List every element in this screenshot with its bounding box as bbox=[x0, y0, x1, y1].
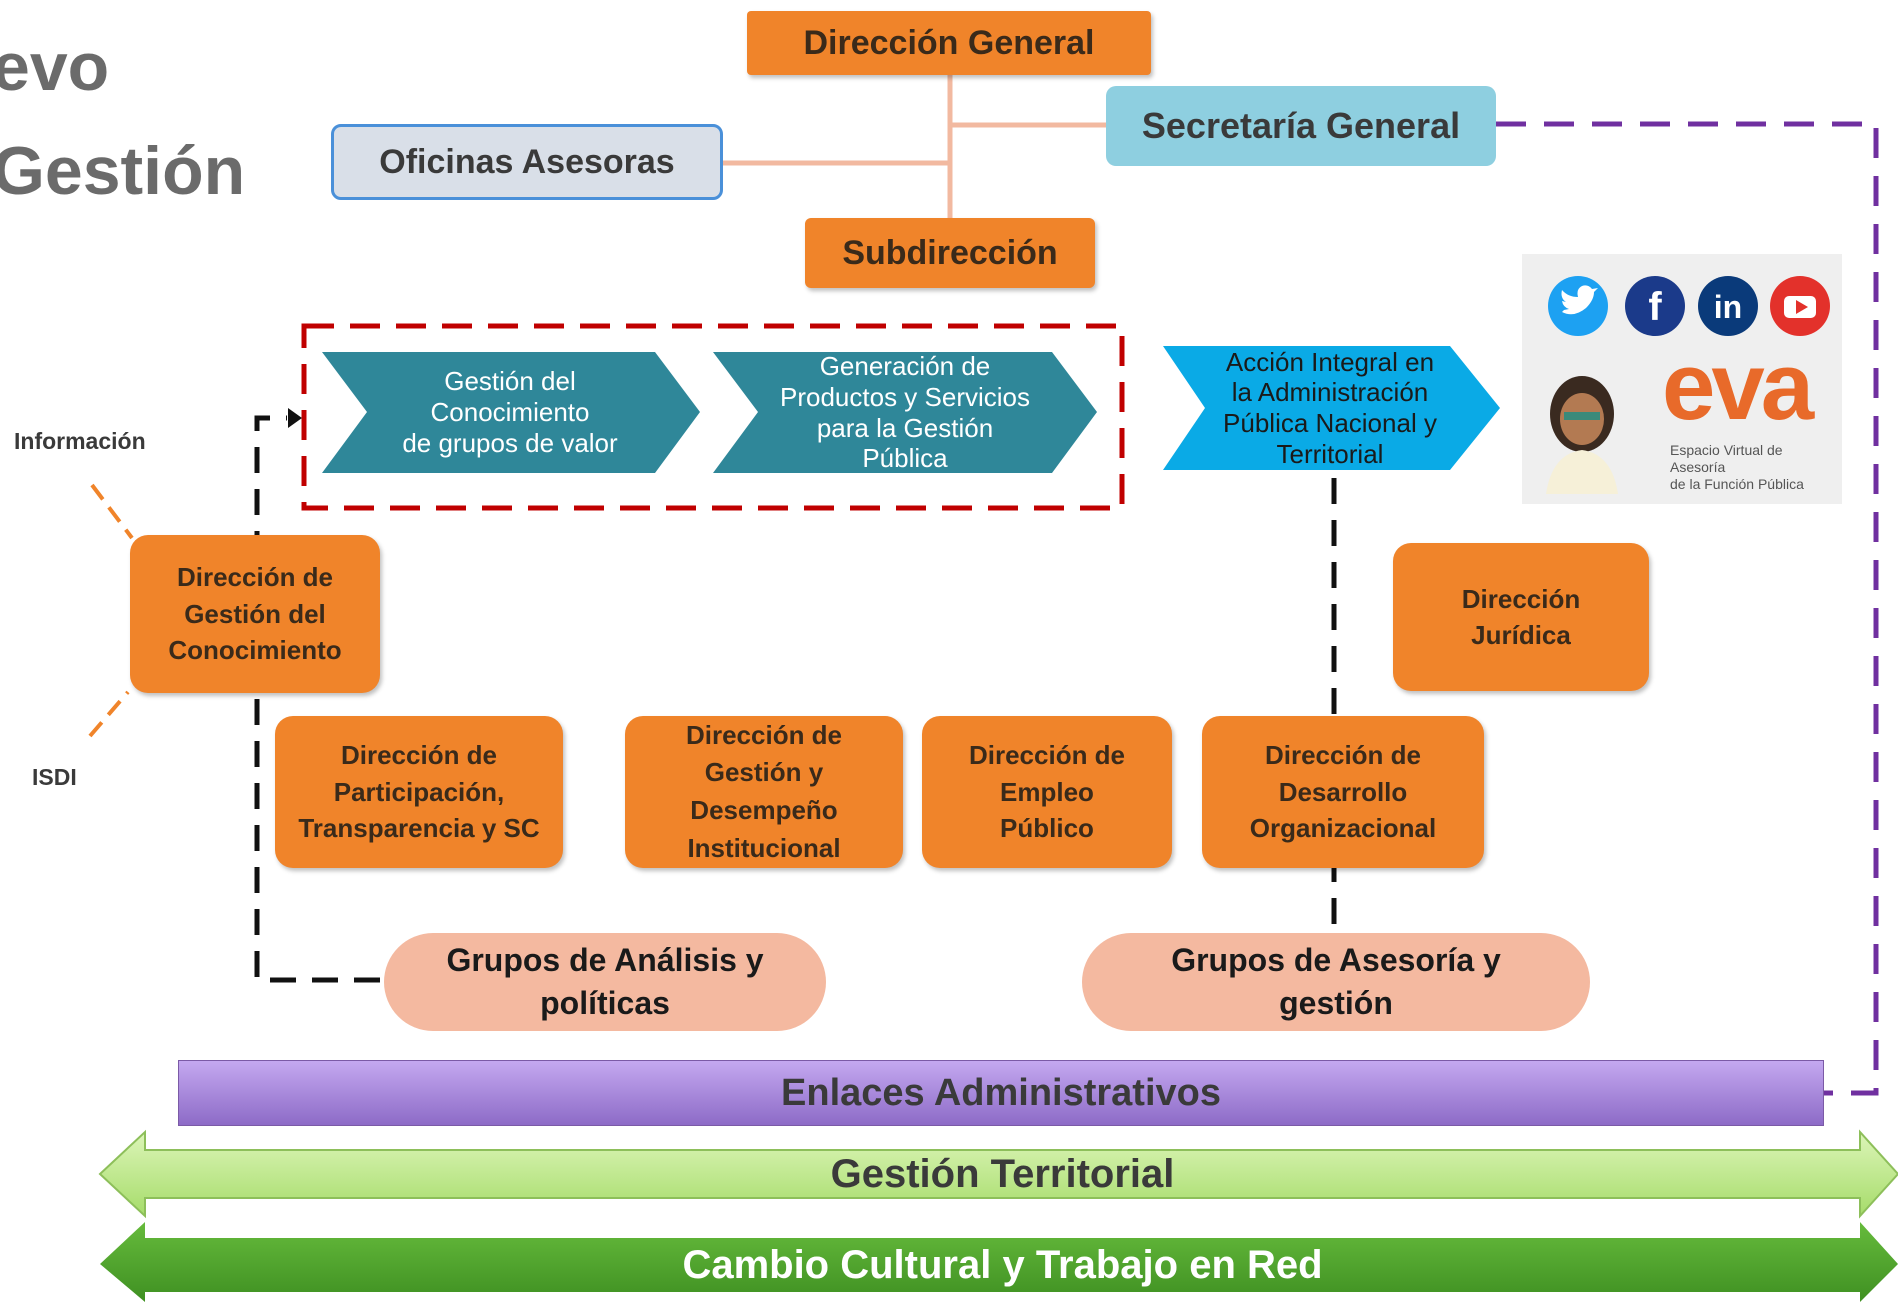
gestion-territorial-label: Gestión Territorial bbox=[830, 1151, 1175, 1196]
chevron-3-label: Acción Integral en la Administración Púb… bbox=[1223, 346, 1437, 469]
svg-text:in: in bbox=[1714, 289, 1742, 325]
title-fragment-2: Gestión bbox=[0, 133, 246, 209]
grupos-asesoria-box: Grupos de Asesoría y gestión bbox=[1082, 933, 1590, 1031]
cambio-cultural-arrow bbox=[100, 1222, 1898, 1302]
title-fragment-1: evo bbox=[0, 29, 110, 105]
chevron-2-label: Generación de Productos y Servicios para… bbox=[780, 351, 1030, 474]
isdi-label: ISDI bbox=[32, 764, 77, 790]
cambio-cultural-label: Cambio Cultural y Trabajo en Red bbox=[682, 1242, 1323, 1287]
eva-caption: Espacio Virtual de Asesoría de la Funció… bbox=[1670, 442, 1804, 492]
linkedin-icon: in bbox=[1698, 276, 1758, 336]
direccion-participacion-box: Dirección de Participación, Transparenci… bbox=[275, 716, 563, 868]
oficinas-asesoras-box: Oficinas Asesoras bbox=[331, 124, 723, 200]
eva-panel: f in eva Espacio Virtual de Asesoría de … bbox=[1522, 254, 1842, 504]
social-icons-row: f in bbox=[1546, 276, 1830, 494]
direccion-gestion-desempeno-box: Dirección de Gestión y Desempeño Institu… bbox=[625, 716, 903, 868]
avatar-illustration bbox=[1546, 376, 1618, 494]
direccion-general-box: Dirección General bbox=[747, 11, 1151, 75]
chevron-1-shape bbox=[322, 352, 700, 473]
subdireccion-box: Subdirección bbox=[805, 218, 1095, 288]
informacion-label: Información bbox=[14, 428, 146, 454]
chevron-2-shape bbox=[713, 352, 1097, 473]
direccion-juridica-box: Dirección Jurídica bbox=[1393, 543, 1649, 691]
svg-text:f: f bbox=[1648, 285, 1662, 329]
direccion-gestion-conocimiento-box: Dirección de Gestión del Conocimiento bbox=[130, 535, 380, 693]
secretaria-general-box: Secretaría General bbox=[1106, 86, 1496, 166]
grupos-analisis-box: Grupos de Análisis y políticas bbox=[384, 933, 826, 1031]
enlaces-administrativos-band: Enlaces Administrativos bbox=[178, 1060, 1824, 1126]
direccion-desarrollo-organizacional-box: Dirección de Desarrollo Organizacional bbox=[1202, 716, 1484, 868]
chevron-1-label: Gestión del Conocimiento de grupos de va… bbox=[402, 365, 618, 459]
gestion-territorial-arrow bbox=[98, 1129, 1898, 1219]
direccion-empleo-publico-box: Dirección de Empleo Público bbox=[922, 716, 1172, 868]
twitter-icon bbox=[1548, 276, 1608, 336]
youtube-icon bbox=[1770, 276, 1830, 336]
facebook-icon: f bbox=[1625, 276, 1685, 336]
chevron-3-shape bbox=[1163, 346, 1500, 470]
eva-logo: eva bbox=[1662, 333, 1814, 440]
